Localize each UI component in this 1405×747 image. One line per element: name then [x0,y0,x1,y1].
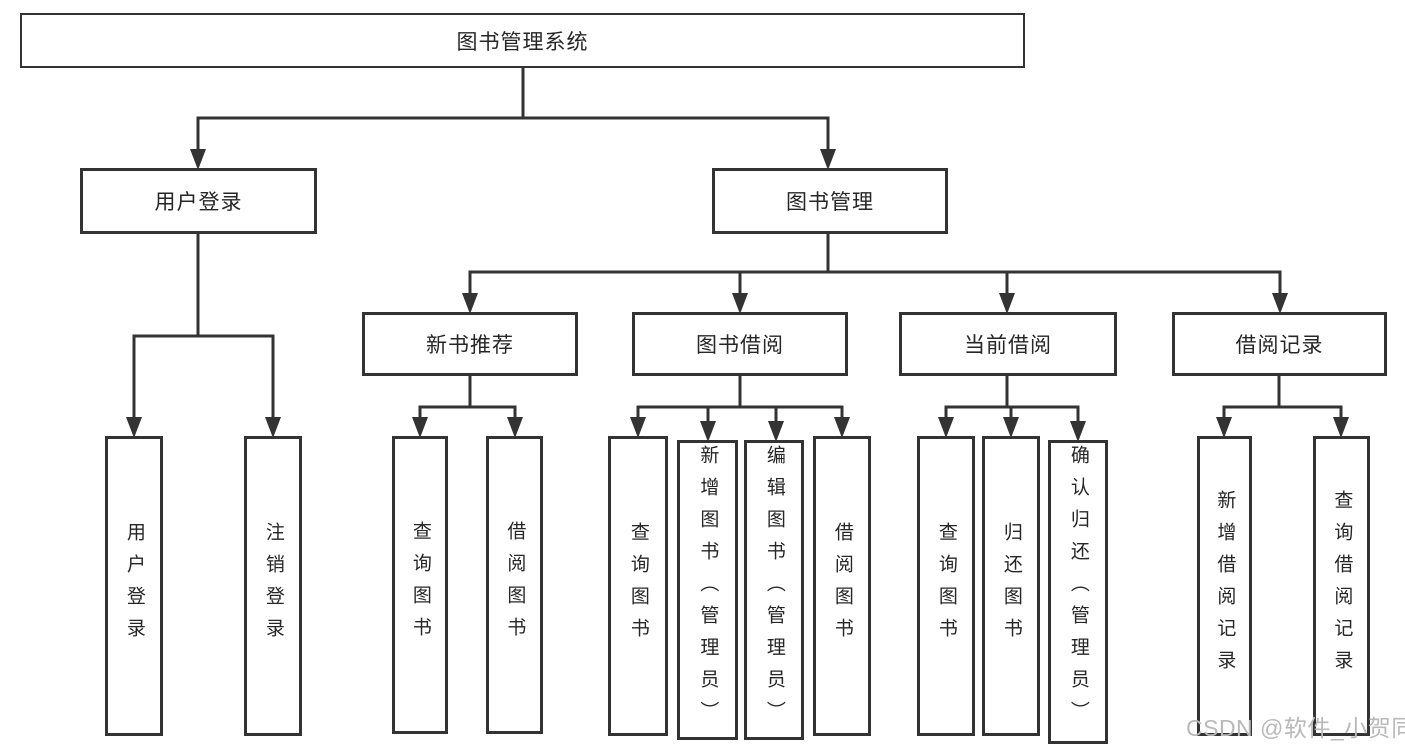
node-label: 用户登录 [154,191,243,214]
node-label: 图书管理 [786,191,874,214]
node-book-management: 图书管理 [712,168,948,234]
leaf-confirm-return-admin: 确认归还（管理员） [1048,440,1108,744]
node-label: 注销登录 [262,522,284,650]
node-new-book-recommend: 新书推荐 [362,312,578,376]
node-label: 新增借阅记录 [1214,490,1236,682]
leaf-add-borrow-record: 新增借阅记录 [1197,436,1252,736]
node-current-borrow: 当前借阅 [899,312,1117,376]
node-label: 确认归还（管理员） [1067,445,1089,733]
leaf-query-book-borrow: 查询图书 [608,436,668,736]
leaf-logout: 注销登录 [244,436,302,736]
node-label: 当前借阅 [964,334,1052,357]
leaf-query-book-current: 查询图书 [917,436,975,736]
node-label: 用户登录 [123,522,145,650]
node-label: 查询图书 [627,522,649,650]
node-label: 归还图书 [1000,522,1022,650]
node-label: 图书管理系统 [456,30,589,54]
csdn-watermark: CSDN @软件_小贺同学 [1186,715,1405,741]
node-label: 图书借阅 [696,334,784,357]
node-label: 借阅图书 [831,522,853,650]
node-label: 借阅记录 [1235,334,1324,357]
node-label: 查询图书 [935,522,957,650]
leaf-edit-book-admin: 编辑图书（管理员） [744,440,804,740]
arrowheads [126,149,1349,442]
leaf-user-login: 用户登录 [105,436,163,736]
node-book-borrow: 图书借阅 [632,312,848,376]
node-user-login: 用户登录 [80,168,317,234]
node-borrow-record: 借阅记录 [1172,312,1387,376]
node-label: 新书推荐 [426,334,514,357]
node-label: 查询借阅记录 [1331,490,1353,682]
node-label: 编辑图书（管理员） [763,445,785,733]
node-label: 借阅图书 [504,521,526,649]
leaf-query-book-recommend: 查询图书 [392,436,448,734]
node-label: 新增图书（管理员） [697,445,719,733]
node-root-library-system: 图书管理系统 [20,13,1025,68]
leaf-query-borrow-record: 查询借阅记录 [1313,436,1370,736]
leaf-borrow-book-recommend: 借阅图书 [486,436,543,734]
leaf-return-book: 归还图书 [982,436,1040,736]
node-label: 查询图书 [409,521,431,649]
leaf-borrow-book: 借阅图书 [813,436,871,736]
leaf-add-book-admin: 新增图书（管理员） [677,440,738,740]
